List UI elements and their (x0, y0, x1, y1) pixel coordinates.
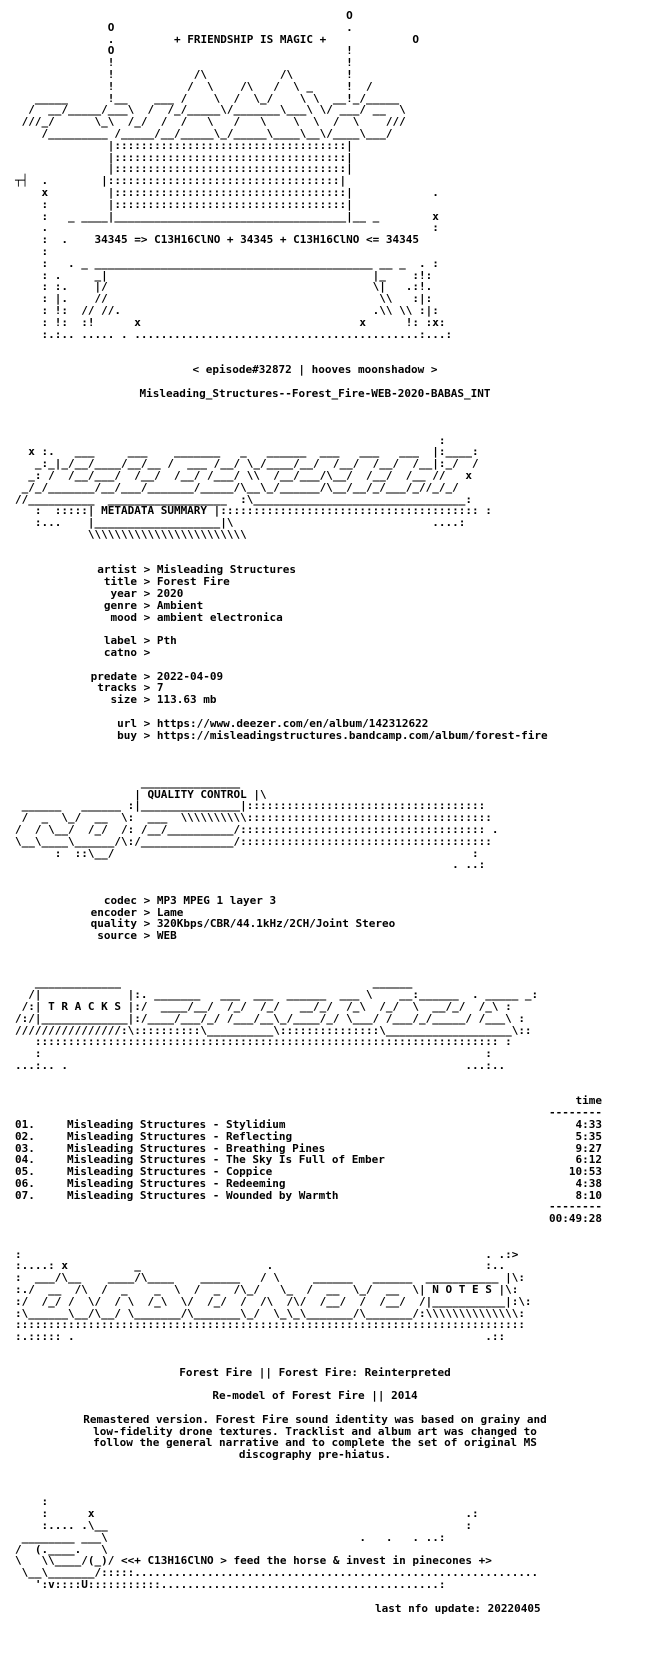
notes-paragraph-line: low-fidelity drone textures. Tracklist a… (93, 1424, 537, 1438)
quality-row: codec > MP3 MPEG 1 layer 3 (103, 893, 277, 907)
quality-row: source > WEB (97, 929, 177, 943)
metadata-row: artist > Misleading Structures (97, 563, 296, 577)
formula-text: 34345 => C13H16ClNO + 34345 + C13H16ClNO… (94, 233, 419, 247)
footer-art: : : x .: :.... .\__ : ________ ___\ . . (15, 1495, 539, 1591)
time-column-header: time (575, 1094, 603, 1108)
metadata-row: size > 113.63 mb (110, 693, 217, 707)
metadata-row: genre > Ambient (103, 598, 204, 612)
header-ascii-art: O O . . + FRIENDSHIP IS MAGIC + O O ! ! (15, 9, 453, 341)
quality-row: quality > 320Kbps/CBR/44.1kHz/2CH/Joint … (90, 917, 396, 931)
notes-line-2: Re-model of Forest Fire || 2014 (212, 1389, 418, 1403)
total-time: 00:49:28 (549, 1212, 602, 1226)
quality-row: encoder > Lame (90, 905, 184, 919)
deezer-link[interactable]: https://www.deezer.com/en/album/14231262… (156, 716, 429, 730)
quality-title: QUALITY CONTROL (147, 787, 247, 801)
metadata-row: mood > ambient electronica (110, 610, 283, 624)
metadata-title: METADATA SUMMARY (101, 504, 208, 518)
metadata-row: title > Forest Fire (103, 575, 230, 589)
track-row: 04.Misleading Structures - The Sky Is Fu… (15, 1153, 602, 1167)
track-row: 07.Misleading Structures - Wounded by Wa… (15, 1188, 602, 1202)
episode-line: < episode#32872 | hooves moonshadow > (192, 362, 438, 376)
metadata-row: label > Pth (103, 634, 177, 648)
metadata-row: url > https://www.deezer.com/en/album/14… (117, 716, 429, 730)
notes-paragraph-line: follow the general narrative and to comp… (93, 1436, 537, 1450)
metadata-list: artist > Misleading Structures title > F… (15, 564, 648, 741)
metadata-row: year > 2020 (110, 587, 184, 601)
metadata-section-art: : x :. ___ ___ _______ _ ______ ___ ___ … (15, 433, 492, 542)
quality-list: codec > MP3 MPEG 1 layer 3 encoder > Lam… (15, 893, 648, 943)
notes-line-1: Forest Fire || Forest Fire: Reinterprete… (179, 1365, 451, 1379)
metadata-row: buy > https://misleadingstructures.bandc… (117, 728, 548, 742)
last-update-line: last nfo update: 20220405 (375, 1601, 541, 1615)
tracks-section-art: _____________ ______ /| |:. _______ ___ … (15, 976, 539, 1072)
track-row: 03.Misleading Structures - Breathing Pin… (15, 1141, 602, 1155)
tracklist: time -------- 01.Misleading Structures -… (15, 1095, 648, 1225)
notes-paragraph-line: discography pre-hiatus. (238, 1448, 392, 1462)
release-name: Misleading_Structures--Forest_Fire-WEB-2… (139, 386, 491, 400)
notes-paragraph-line: Remastered version. Forest Fire sound id… (83, 1412, 547, 1426)
footer-tagline: <<+ C13H16ClNO > feed the horse & invest… (120, 1554, 492, 1568)
metadata-row: tracks > 7 (97, 681, 164, 695)
slogan-text: + FRIENDSHIP IS MAGIC + (173, 32, 327, 46)
bandcamp-link[interactable]: https://misleadingstructures.bandcamp.co… (156, 728, 548, 742)
quality-section-art: _______________ | QUALITY CONTROL |\ ___… (15, 775, 499, 872)
metadata-row: predate > 2022-04-09 (90, 669, 224, 683)
notes-title: N O T E S (432, 1283, 492, 1297)
tracks-title: T R A C K S (48, 999, 121, 1013)
metadata-row: catno > (103, 646, 157, 660)
notes-section-art: : . .:> :....: x _ . :.. : ___/\__ ____/… (15, 1247, 532, 1344)
